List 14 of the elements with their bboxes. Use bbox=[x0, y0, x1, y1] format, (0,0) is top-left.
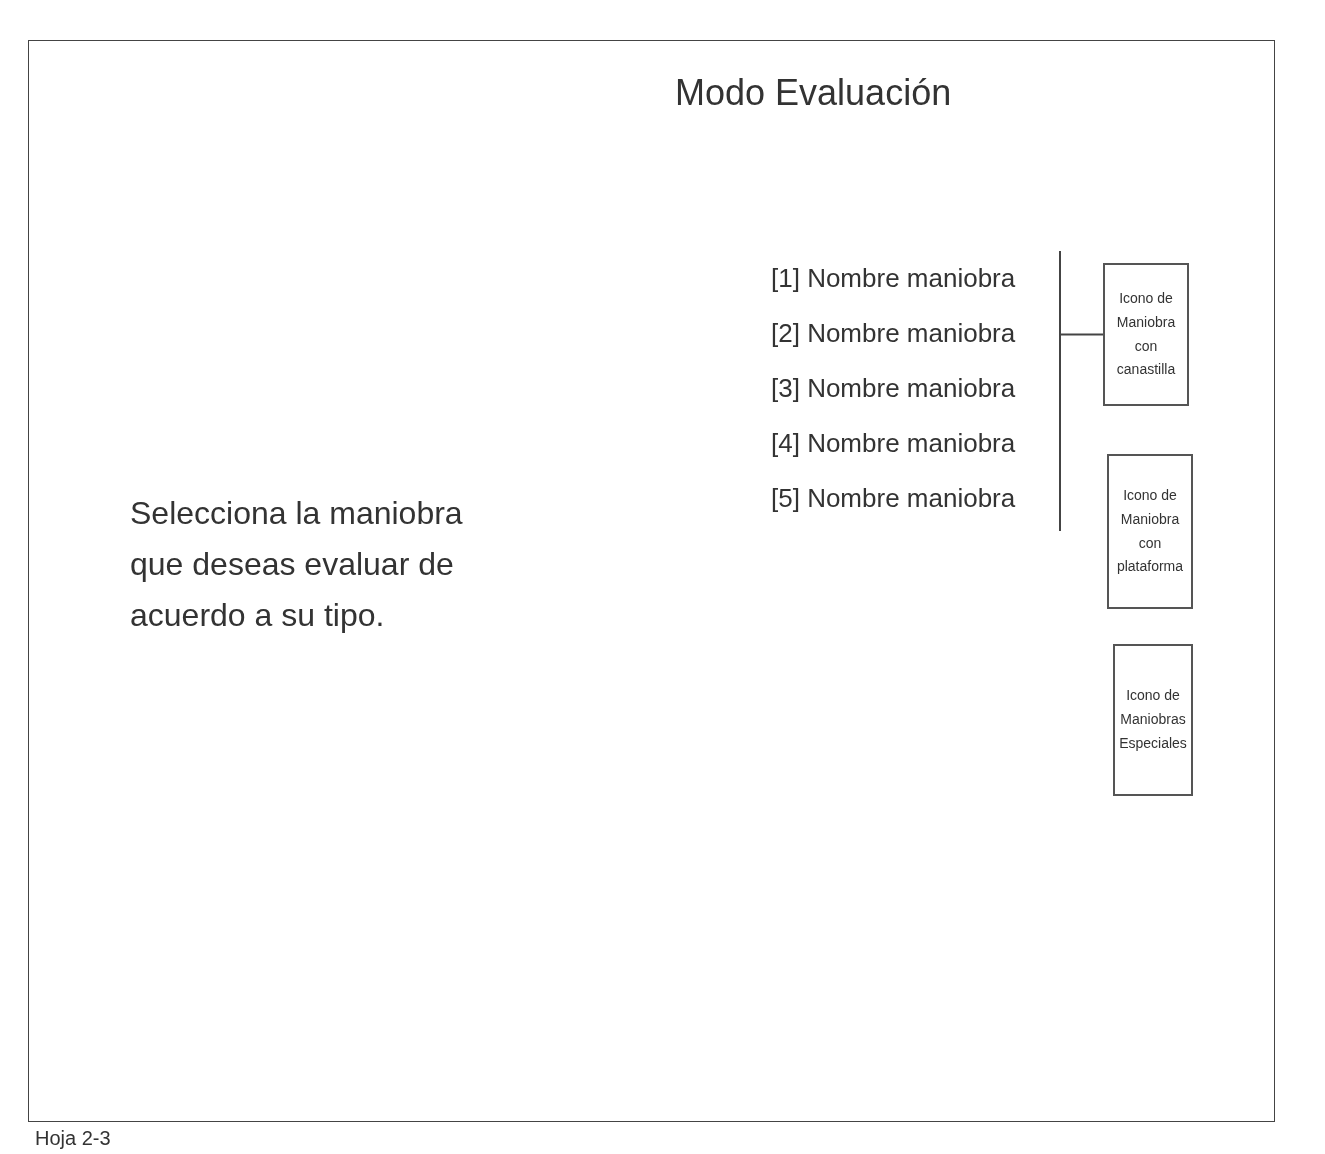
instruction-text: Selecciona la maniobra que deseas evaluar de acuerdo a su tipo. bbox=[130, 494, 464, 636]
maneuver-list-item: [5] Nombre maniobra bbox=[771, 482, 1017, 515]
screen-frame bbox=[28, 40, 1275, 1122]
sheet-number: Hoja 2-3 bbox=[35, 1126, 112, 1150]
maneuver-list-item: [2] Nombre maniobra bbox=[771, 317, 1017, 350]
page-title: Modo Evaluación bbox=[675, 72, 952, 114]
maneuver-list-bracket bbox=[771, 251, 1061, 531]
icon-placeholder-box: Icono de Maniobra con canastilla bbox=[1103, 263, 1189, 406]
connector-line bbox=[1060, 333, 1104, 336]
maneuver-list-item: [4] Nombre maniobra bbox=[771, 427, 1017, 460]
maneuver-list-item: [1] Nombre maniobra bbox=[771, 262, 1017, 295]
icon-placeholder-box: Icono de Maniobras Especiales bbox=[1113, 644, 1193, 796]
icon-placeholder-box: Icono de Maniobra con plataforma bbox=[1107, 454, 1193, 609]
maneuver-list-item: [3] Nombre maniobra bbox=[771, 372, 1017, 405]
